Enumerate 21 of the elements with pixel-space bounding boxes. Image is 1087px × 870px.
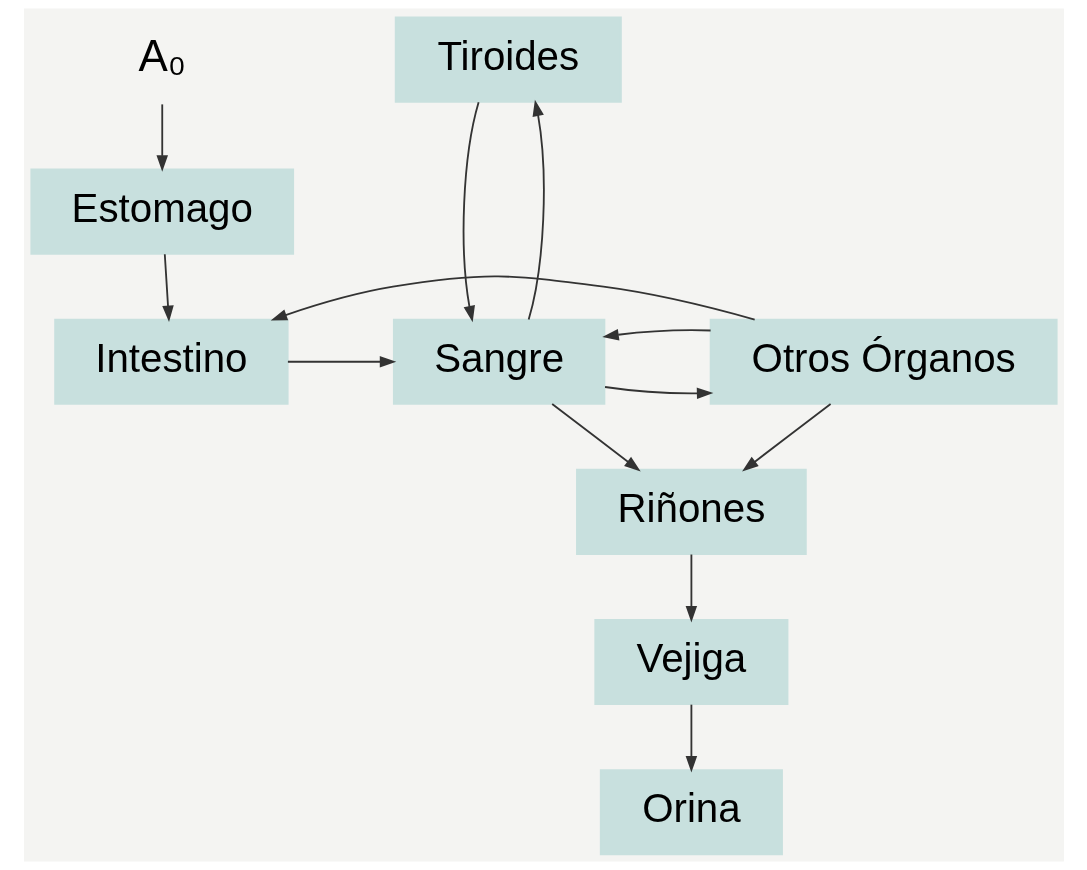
node-box: Otros Órganos [709, 318, 1058, 405]
arrow [462, 101, 480, 323]
node-box: Riñones [575, 468, 807, 555]
arrow [603, 386, 713, 400]
arrow [155, 103, 168, 172]
arrow [601, 328, 711, 341]
node-box: Intestino [53, 318, 289, 405]
arrow [685, 553, 697, 623]
arrow [161, 253, 174, 323]
node-box: Tiroides [394, 16, 622, 103]
arrow [270, 275, 756, 321]
node-box: Vejiga [593, 619, 788, 706]
arrow [550, 403, 641, 472]
node-box: Sangre [392, 318, 605, 405]
arrow [527, 99, 545, 321]
node-box: Estomago [29, 168, 294, 255]
arrow [741, 403, 831, 472]
node-box: Orina [599, 769, 783, 856]
arrow [286, 356, 396, 368]
arrow [685, 703, 697, 773]
node-text: A₀ [137, 31, 186, 80]
